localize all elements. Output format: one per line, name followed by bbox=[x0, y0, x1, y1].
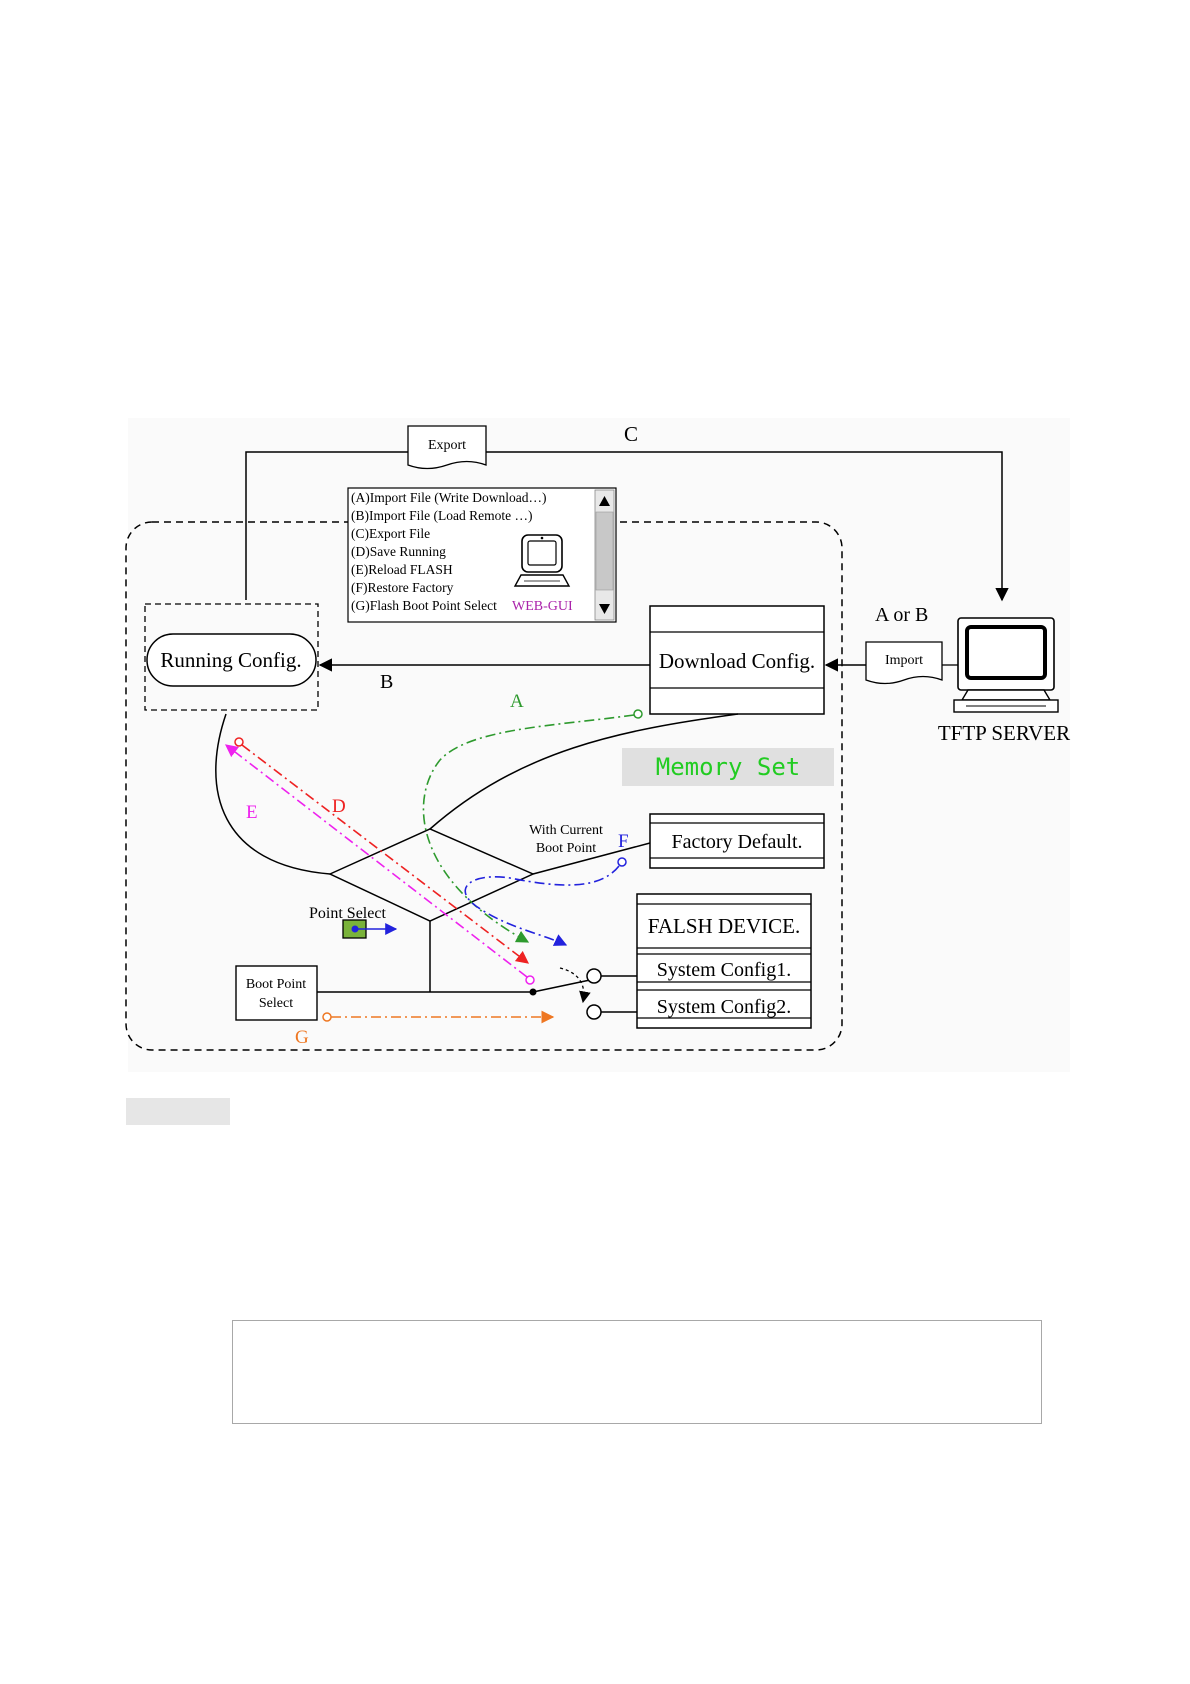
edge-label-f: F bbox=[618, 831, 629, 852]
export-document: Export bbox=[407, 425, 487, 470]
webgui-listbox: (A)Import File (Write Download…) (B)Impo… bbox=[347, 487, 617, 623]
webgui-item-f[interactable]: (F)Restore Factory bbox=[351, 580, 454, 595]
switch-toggle-arrow bbox=[559, 967, 591, 1004]
path-d-start bbox=[234, 737, 244, 747]
download-config-label: Download Config. bbox=[659, 649, 815, 673]
laptop-icon bbox=[513, 534, 571, 587]
webgui-item-e[interactable]: (E)Reload FLASH bbox=[351, 562, 453, 577]
edge-label-e: E bbox=[246, 802, 258, 823]
scroll-down-icon[interactable] bbox=[599, 604, 610, 614]
tftp-server-label: TFTP SERVER bbox=[938, 721, 1070, 745]
scrollbar-thumb[interactable] bbox=[595, 511, 614, 591]
webgui-item-d[interactable]: (D)Save Running bbox=[351, 544, 446, 559]
webgui-label: WEB-GUI bbox=[512, 599, 573, 614]
computer-icon bbox=[953, 617, 1059, 713]
path-f-start bbox=[617, 857, 627, 867]
edge-label-b: B bbox=[380, 671, 393, 693]
gray-header-tab bbox=[126, 1098, 230, 1125]
path-f bbox=[464, 865, 620, 946]
running-config-label: Running Config. bbox=[160, 648, 301, 672]
boot-point-select-node[interactable]: Boot Point Select bbox=[235, 965, 318, 1021]
path-e bbox=[224, 744, 528, 978]
edge-label-a: A bbox=[510, 691, 524, 712]
download-config-node: Download Config. bbox=[649, 605, 825, 715]
edge-label-a-or-b: A or B bbox=[875, 604, 928, 626]
boot-point-select-label-1: Boot Point bbox=[246, 977, 306, 992]
edge-label-g: G bbox=[295, 1027, 309, 1048]
point-select-label: Point Select bbox=[309, 905, 386, 922]
webgui-item-b[interactable]: (B)Import File (Load Remote …) bbox=[351, 508, 532, 523]
memory-set-label: Memory Set bbox=[656, 753, 801, 781]
with-current-label-1: With Current bbox=[529, 823, 603, 838]
switch-pivot bbox=[529, 988, 537, 996]
factory-default-label: Factory Default. bbox=[671, 831, 802, 853]
flash-device-label: FALSH DEVICE. bbox=[648, 914, 800, 938]
switch-contact-1[interactable] bbox=[586, 968, 602, 984]
path-a bbox=[422, 714, 635, 943]
scroll-up-icon[interactable] bbox=[599, 496, 610, 506]
webgui-item-g[interactable]: (G)Flash Boot Point Select bbox=[351, 598, 497, 613]
webgui-item-c[interactable]: (C)Export File bbox=[351, 526, 430, 541]
running-config-node bbox=[146, 633, 317, 687]
factory-default-node: Factory Default. bbox=[649, 813, 825, 869]
wiring bbox=[215, 713, 739, 1013]
import-document: Import bbox=[865, 641, 943, 685]
system-config1-label: System Config1. bbox=[657, 959, 791, 981]
import-label: Import bbox=[885, 653, 923, 668]
memory-set-banner bbox=[622, 748, 834, 786]
device-container bbox=[125, 521, 843, 1051]
with-current-label-2: Boot Point bbox=[536, 841, 596, 856]
system-config2-label: System Config2. bbox=[657, 996, 791, 1018]
point-select-dot bbox=[351, 925, 359, 933]
webgui-item-a[interactable]: (A)Import File (Write Download…) bbox=[351, 490, 547, 505]
note-box bbox=[232, 1320, 1042, 1424]
running-config-frame bbox=[144, 603, 319, 711]
flash-device-node: FALSH DEVICE. System Config1. System Con… bbox=[636, 893, 812, 1029]
switch-contact-2[interactable] bbox=[586, 1004, 602, 1020]
boot-point-select-label-2: Select bbox=[259, 996, 293, 1011]
path-g-start bbox=[322, 1012, 332, 1022]
path-a-start bbox=[633, 709, 643, 719]
path-e-start bbox=[525, 975, 535, 985]
export-label: Export bbox=[428, 438, 466, 453]
edge-label-c: C bbox=[624, 422, 638, 446]
export-path-c bbox=[245, 451, 1009, 602]
edge-label-d: D bbox=[332, 796, 346, 817]
